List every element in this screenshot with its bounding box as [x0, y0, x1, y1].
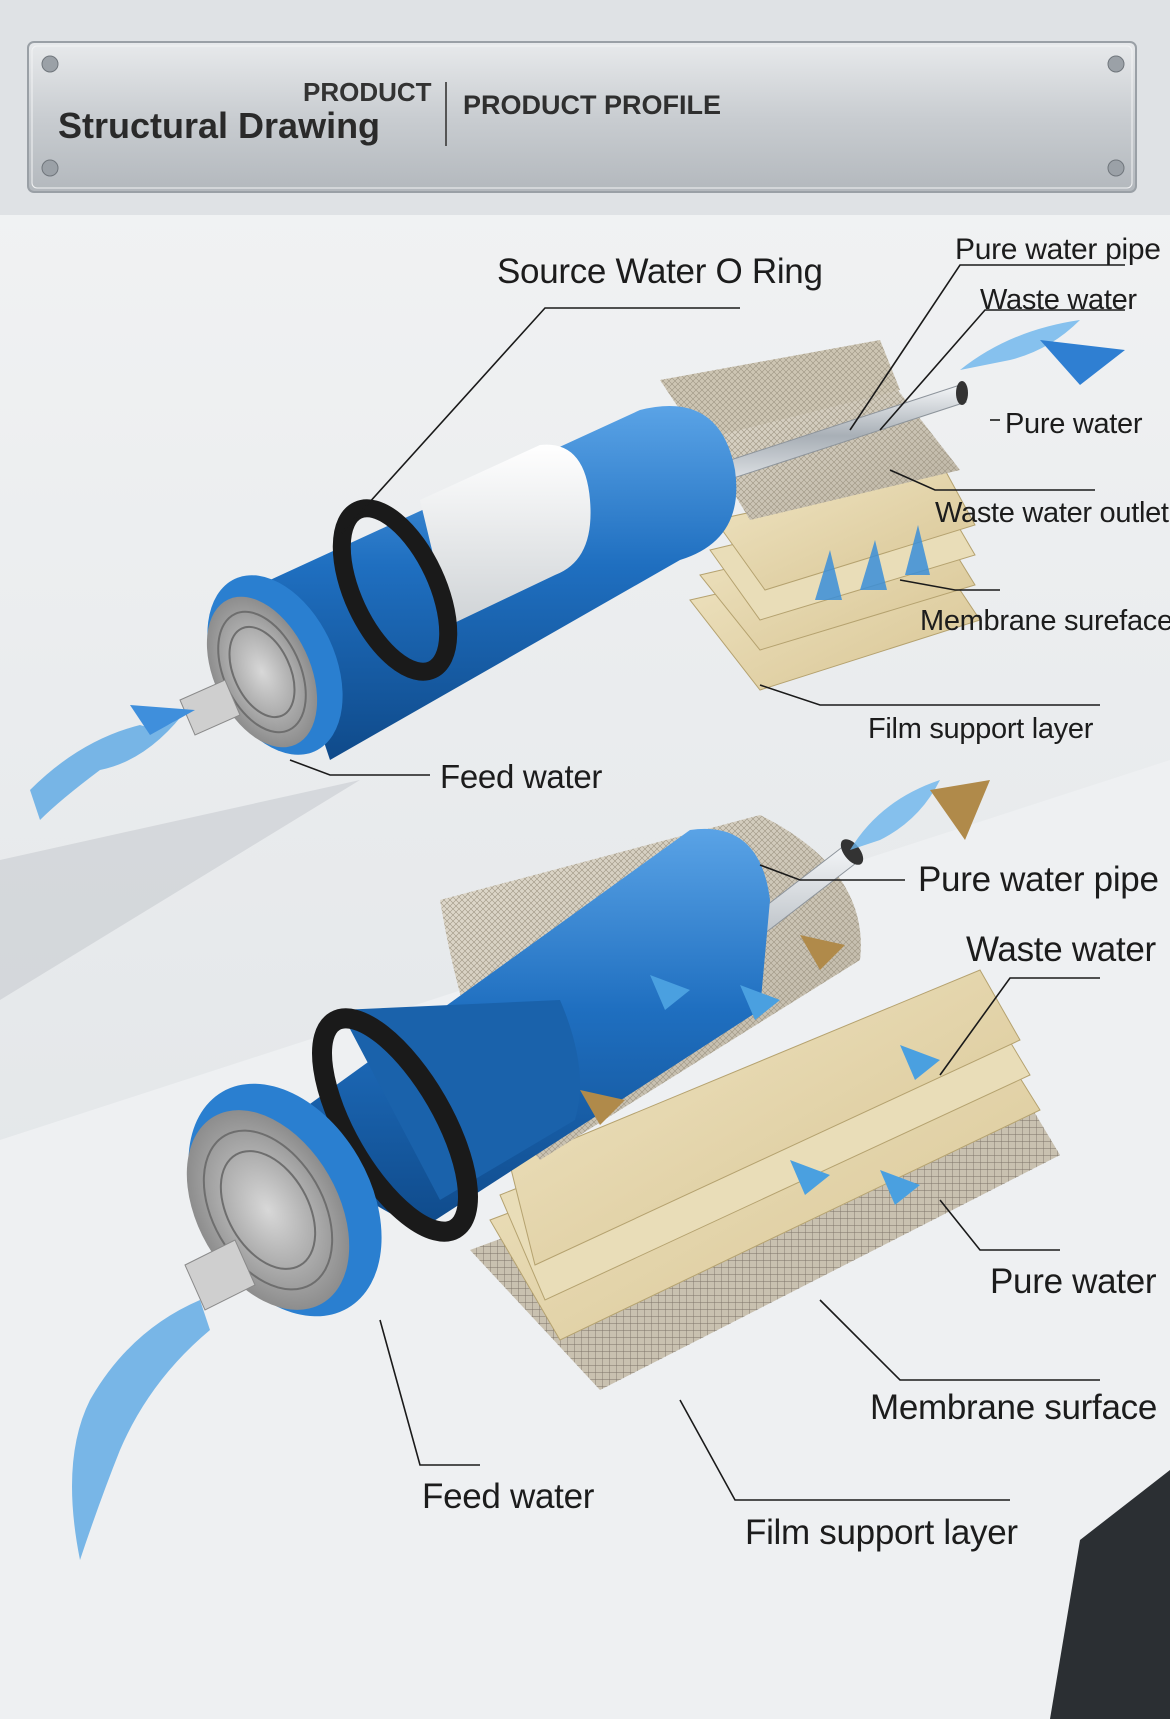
label-top-pure-water: Pure water	[1005, 408, 1143, 440]
top-cartridge	[179, 406, 737, 760]
label-top-pure-water-pipe: Pure water pipe	[955, 233, 1161, 266]
label-top-feed-water: Feed water	[440, 758, 603, 795]
label-bottom-pure-water: Pure water	[990, 1262, 1157, 1301]
label-top-membrane-surface: Membrane sureface	[920, 605, 1170, 637]
label-bottom-feed-water: Feed water	[422, 1477, 595, 1516]
bottom-cartridge	[184, 828, 770, 1317]
header-section: PRODUCT PROFILE	[463, 90, 722, 120]
label-top-waste-water: Waste water	[980, 284, 1137, 316]
header-title: Structural Drawing	[58, 105, 381, 146]
label-bottom-waste-water: Waste water	[966, 930, 1156, 969]
header-kicker: PRODUCT	[303, 77, 432, 107]
label-bottom-membrane-surface: Membrane surface	[870, 1388, 1157, 1427]
label-bottom-pure-water-pipe: Pure water pipe	[918, 860, 1159, 899]
label-top-waste-water-outlet: Waste water outlet	[935, 497, 1169, 529]
label-top-film-support-layer: Film support layer	[868, 713, 1094, 745]
label-bottom-film-support-layer: Film support layer	[745, 1513, 1018, 1552]
label-source-water-o-ring: Source Water O Ring	[497, 252, 823, 291]
